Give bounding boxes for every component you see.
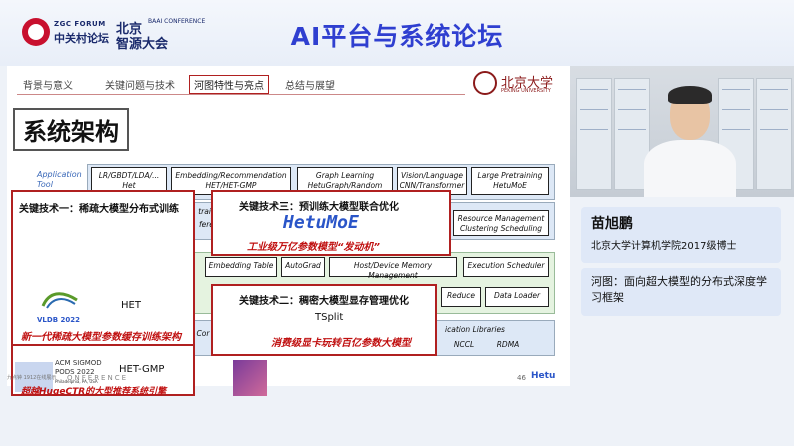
forum-name-en: ZGC FORUM: [54, 20, 106, 28]
callout-key-tech-1: [11, 190, 195, 346]
talk-topic-card: 河图：面向超大模型的分布式深度学习框架: [581, 268, 781, 316]
slide-page-number: 46: [517, 374, 526, 382]
het-label: HET: [121, 300, 141, 311]
pku-seal-icon: [473, 71, 497, 95]
diagram-cell-autograd: AutoGrad: [281, 257, 325, 277]
sigmod-label: ACM SIGMOD PODS 2022 Philadelphia, PA, U…: [55, 359, 102, 384]
baai-name-cn-line2: 智源大会: [116, 37, 169, 52]
diagram-cell-rdma: RDMA: [496, 340, 520, 349]
backdrop-poster: [756, 78, 792, 190]
nav-divider: [17, 94, 465, 95]
speaker-name: 苗旭鹏: [591, 216, 633, 232]
callout-key-tech-3: [211, 190, 451, 256]
baai-name-en: BAAI CONFERENCE: [148, 18, 206, 25]
speaker-name-card: 苗旭鹏 北京大学计算机学院2017级博士: [581, 207, 781, 263]
diagram-fragment-core: Cor: [196, 329, 210, 338]
diagram-cell-data-loader: Data Loader: [485, 287, 549, 307]
conference-poster-icon: [233, 360, 267, 396]
speaker-affiliation: 北京大学计算机学院2017级博士: [591, 241, 737, 252]
nav-item-background: 背景与意义: [23, 81, 73, 92]
callout-1-red-text-1: 新一代稀疏大模型参数缓存训练架构: [21, 332, 181, 343]
talk-topic: 河图：面向超大模型的分布式深度学习框架: [591, 275, 767, 304]
hetumoe-title: HetuMoE: [283, 212, 359, 233]
sigmod-logo-icon: [15, 362, 53, 392]
pku-logo: 北京大学 PEKING UNIVERSITY: [473, 71, 563, 97]
baai-name-cn-line1: 北京: [116, 22, 143, 37]
vldb-label: VLDB 2022: [37, 316, 80, 324]
speaker-hair: [668, 86, 712, 104]
zgc-forum-logo-icon: [22, 18, 50, 46]
callout-2-red-text: 消费级显卡玩转百亿参数大模型: [271, 338, 411, 349]
pku-name-en: PEKING UNIVERSITY: [501, 88, 551, 94]
tsplit-label: TSplit: [315, 312, 344, 323]
diagram-cell-libraries: ication Libraries: [445, 325, 505, 334]
callout-1-red-text-2: 超越HugeCTR的大型推荐系统引擎: [21, 387, 167, 397]
presentation-slide: 背景与意义 关键问题与技术 河图特性与亮点 总结与展望 北京大学 PEKING …: [7, 66, 570, 397]
top-banner: ZGC FORUM 中关村论坛 北京 BAAI CONFERENCE 智源大会 …: [0, 0, 794, 66]
forum-title: AI平台与系统论坛: [290, 22, 504, 51]
speaker-body: [644, 140, 736, 197]
diagram-cell-memory-management: Host/Device Memory Management: [329, 257, 457, 280]
callout-2-heading: 关键技术二：稠密大模型显存管理优化: [239, 296, 409, 307]
callout-3-heading: 关键技术三：预训练大模型联合优化: [239, 202, 399, 213]
callout-key-tech-2: [211, 284, 437, 356]
pku-name-cn: 北京大学: [501, 76, 554, 91]
backdrop-poster: [576, 78, 612, 190]
diagram-cell-reduce: Reduce: [441, 287, 481, 307]
diagram-cell-execution-scheduler: Execution Scheduler: [463, 257, 549, 277]
vldb-logo-icon: [41, 292, 78, 309]
diagram-cell-nccl: NCCL: [453, 340, 475, 349]
diagram-fragment-training: traini: [198, 207, 218, 216]
het-gmp-label: HET-GMP: [119, 364, 165, 375]
section-title: 系统架构: [13, 108, 129, 151]
diagram-cell-embedding-table: Embedding Table: [205, 257, 277, 277]
speaker-video: [570, 66, 794, 197]
forum-name-cn: 中关村论坛: [54, 32, 109, 45]
callout-1-heading: 关键技术一：稀疏大模型分布式训练: [19, 204, 179, 215]
slide-footer-conference: ONFERENCE: [67, 374, 129, 382]
hetu-footer-logo: Hetu: [531, 371, 556, 381]
slide-nav: 背景与意义 关键问题与技术 河图特性与亮点 总结与展望 北京大学 PEKING …: [7, 66, 570, 98]
slide-footer-left: 九点钟 1912在线展示: [7, 375, 57, 381]
nav-item-key-problems: 关键问题与技术: [105, 81, 175, 92]
nav-item-summary: 总结与展望: [285, 81, 335, 92]
nav-item-hetu-features: 河图特性与亮点: [189, 75, 269, 94]
diagram-fragment-inference: ferer: [198, 220, 218, 229]
callout-3-red-text: 工业级万亿参数模型“发动机”: [247, 242, 380, 253]
